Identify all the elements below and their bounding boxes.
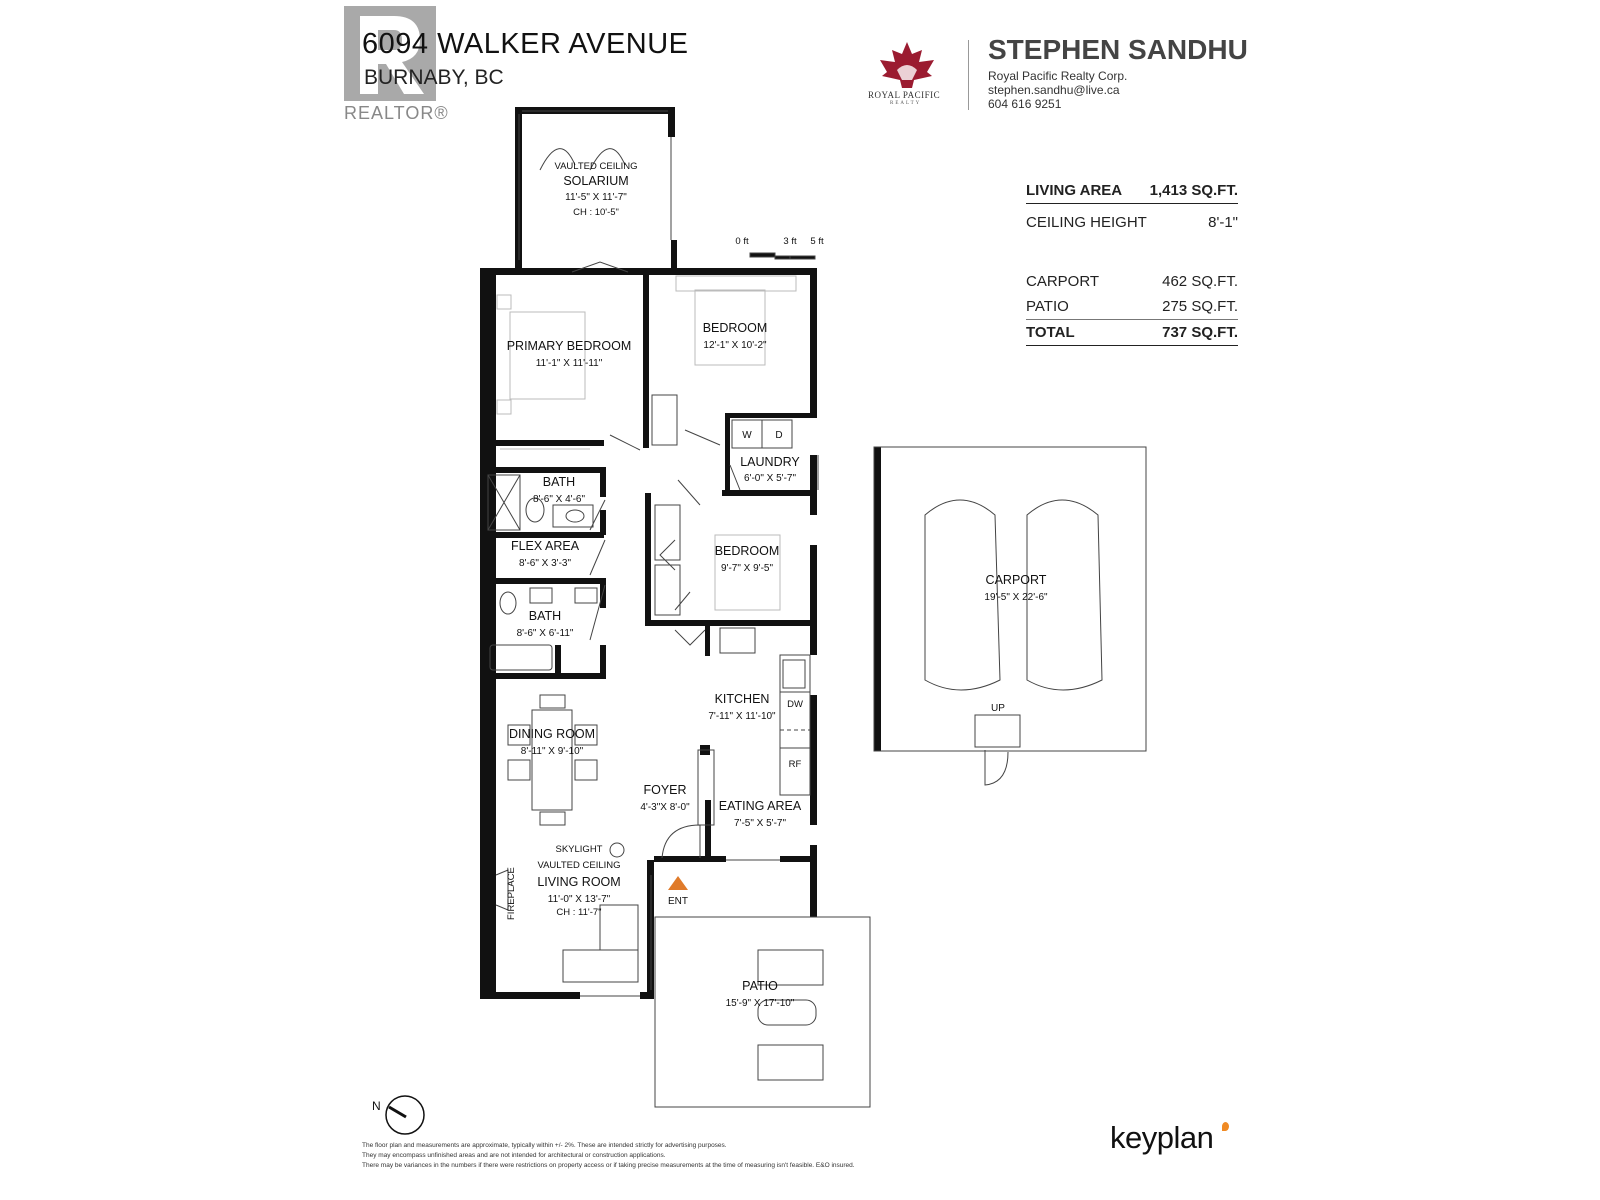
skylight-note: SKYLIGHT [556,844,603,855]
laundry-name: LAUNDRY [740,455,800,469]
agent-phone[interactable]: 604 616 9251 [988,97,1062,111]
flex-area-name: FLEX AREA [511,539,580,553]
realtor-logo [344,6,436,101]
bedroom1-dims: 12'-1" X 10'-2" [703,340,767,351]
royal-pacific-logo [880,42,934,88]
foyer-name: FOYER [643,783,686,797]
stairs-up-label: UP [991,703,1005,714]
carport-name: CARPORT [986,573,1047,587]
realtor-logo-text: REALTOR® [344,103,449,123]
living-vaulted-note: VAULTED CEILING [537,860,620,871]
bath2-dims: 8'-6" X 6'-11" [517,628,574,639]
entry-marker-icon [668,876,688,890]
scale-3: 3 ft [783,236,797,247]
carport-value: 462 SQ.FT. [1162,273,1238,290]
disclaimer-line: The floor plan and measurements are appr… [362,1142,727,1149]
dining-room-name: DINING ROOM [509,727,595,741]
flex-area-dims: 8'-6" X 3'-3" [519,558,572,569]
entry-label: ENT [668,896,688,907]
living-room-ch: CH : 11'-7" [556,907,601,918]
address-line2: BURNABY, BC [364,66,504,89]
keyplan-logo-mark-icon [1222,1122,1229,1131]
primary-bedroom-name: PRIMARY BEDROOM [507,339,632,353]
patio-name: PATIO [742,979,778,993]
living-area-label: LIVING AREA [1026,182,1123,199]
solarium-note: VAULTED CEILING [554,161,637,172]
eating-area-name: EATING AREA [719,799,802,813]
bedroom2-dims: 9'-7" X 9'-5" [721,563,774,574]
kitchen-dims: 7'-11" X 11'-10" [708,711,776,722]
living-room-name: LIVING ROOM [537,875,620,889]
scale-5: 5 ft [810,236,824,247]
carport-dims: 19'-5" X 22'-6" [984,592,1048,603]
fixtures [385,110,1147,1135]
disclaimer-line: They may encompass unfinished areas and … [362,1152,666,1159]
fireplace-label: FIREPLACE [506,867,517,920]
bath1-name: BATH [543,475,575,489]
address-line1: 6094 WALKER AVENUE [362,28,689,60]
disclaimer-line: There may be variances in the numbers if… [362,1162,855,1169]
total-value: 737 SQ.FT. [1162,324,1238,341]
ceiling-height-label: CEILING HEIGHT [1026,214,1147,231]
scale-0: 0 ft [735,236,749,247]
compass-north-label: N [372,1099,381,1113]
primary-bedroom-dims: 11'-1" X 11'-11" [536,358,603,369]
dishwasher-label: DW [787,699,803,710]
bedroom1-name: BEDROOM [703,321,768,335]
agent-company: Royal Pacific Realty Corp. [988,69,1128,83]
bedroom2-name: BEDROOM [715,544,780,558]
eating-area-dims: 7'-5" X 5'-7" [734,818,787,829]
keyplan-logo: keyplan [1110,1120,1214,1155]
laundry-dims: 6'-0" X 5'-7" [744,473,797,484]
washer-label: W [742,430,752,441]
bath1-dims: 8'-6" X 4'-6" [533,494,586,505]
brokerage-logo-sub: REALTY [890,101,922,106]
ceiling-height-value: 8'-1" [1208,214,1238,231]
header-divider [968,40,969,110]
dining-room-dims: 8'-11" X 9'-10" [521,746,584,757]
solarium-name: SOLARIUM [563,174,628,188]
disclaimer: The floor plan and measurements are appr… [362,1141,855,1171]
living-area-value: 1,413 SQ.FT. [1149,182,1238,199]
foyer-dims: 4'-3"X 8'-0" [640,802,690,813]
solarium-ch: CH : 10'-5" [573,207,619,218]
living-room-dims: 11'-0" X 13'-7" [548,894,611,905]
solarium-dims: 11'-5" X 11'-7" [565,192,627,203]
total-label: TOTAL [1026,324,1075,341]
patio-value: 275 SQ.FT. [1162,298,1238,315]
bath2-name: BATH [529,609,561,623]
fridge-label: RF [789,759,802,770]
patio-label: PATIO [1026,298,1069,315]
kitchen-name: KITCHEN [715,692,770,706]
agent-email[interactable]: stephen.sandhu@live.ca [988,83,1120,97]
patio-dims: 15'-9" X 17'-10" [726,998,795,1009]
agent-name: STEPHEN SANDHU [988,34,1248,65]
room-labels: 0 ft 3 ft 5 ft VAULTED CEILING SOLARIUM … [372,161,1048,1113]
brokerage-logo-text: ROYAL PACIFIC [868,90,941,100]
area-stats: LIVING AREA 1,413 SQ.FT. CEILING HEIGHT 8'… [1026,178,1238,346]
carport-label: CARPORT [1026,273,1100,290]
dryer-label: D [775,430,782,441]
